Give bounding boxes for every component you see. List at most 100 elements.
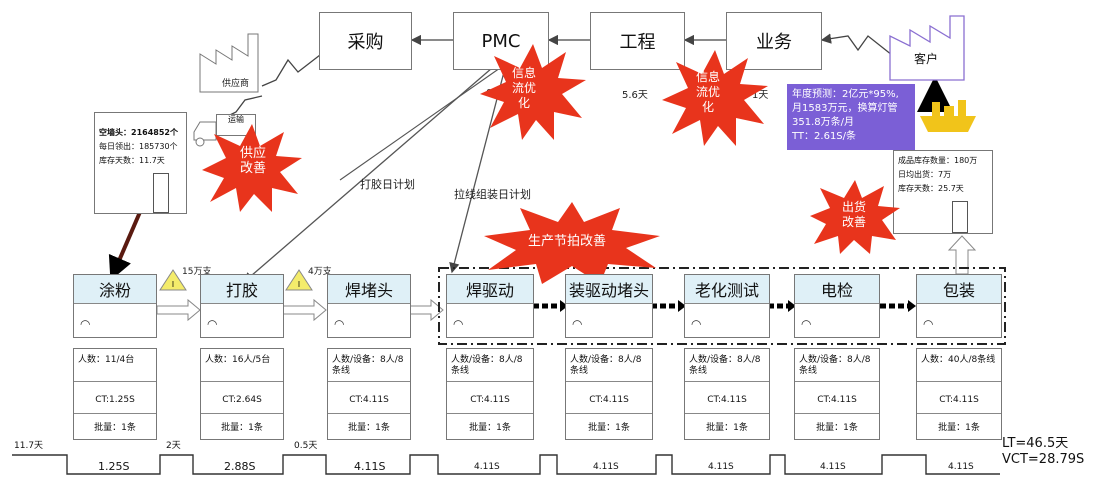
wait-time-3: 0.5天 bbox=[294, 441, 318, 451]
operator-icon: ◠ bbox=[691, 317, 702, 331]
operator-icon: ◠ bbox=[334, 317, 345, 331]
value-ct-total: VCT=28.79S bbox=[1002, 452, 1085, 467]
wait-time-2: 2天 bbox=[166, 441, 181, 451]
purchase-label: 采购 bbox=[347, 32, 384, 53]
process-people: 人数/设备：8人/8条线 bbox=[451, 355, 523, 376]
wip-triangle-1: I bbox=[159, 269, 187, 291]
process-ct: CT:4.11S bbox=[589, 395, 629, 405]
forecast-line1: 年度预测：2亿元*95%, bbox=[792, 89, 899, 100]
fg-inv-line3: 库存天数：25.7天 bbox=[898, 184, 964, 193]
process-box-1: 涂粉 ◠ bbox=[73, 274, 157, 338]
engineering-label: 工程 bbox=[619, 32, 656, 53]
ct-time-3: 4.11S bbox=[354, 460, 386, 473]
process-people: 人数：11/4台 bbox=[78, 355, 135, 365]
purchase-box: 采购 bbox=[319, 12, 412, 70]
business-label: 业务 bbox=[756, 32, 792, 53]
process-batch: 批量：1条 bbox=[706, 423, 748, 433]
operator-icon: ◠ bbox=[923, 317, 934, 331]
process-batch: 批量：1条 bbox=[348, 423, 390, 433]
process-name: 焊驱动 bbox=[447, 275, 533, 304]
process-box-6: 老化测试 ◠ bbox=[684, 274, 770, 338]
business-time: 1天 bbox=[752, 90, 769, 101]
ship-icon bbox=[920, 100, 976, 132]
ct-time-8: 4.11S bbox=[948, 462, 974, 472]
process-ct: CT:4.11S bbox=[349, 395, 389, 405]
wip-2-label: 4万支 bbox=[308, 267, 332, 277]
glue-schedule-label: 打胶日计划 bbox=[360, 178, 415, 191]
ct-time-4: 4.11S bbox=[474, 462, 500, 472]
process-data-box-8: 人数：40人/8条线 CT:4.11S 批量：1条 bbox=[916, 348, 1002, 440]
process-name: 包装 bbox=[917, 275, 1001, 304]
process-ct: CT:4.11S bbox=[817, 395, 857, 405]
process-people: 人数/设备：8人/8条线 bbox=[799, 355, 871, 376]
supplier-label: 供应商 bbox=[222, 79, 250, 89]
engineering-time: 5.6天 bbox=[622, 90, 648, 101]
glue-schedule-line bbox=[243, 67, 493, 283]
process-people: 人数/设备：8人/8条线 bbox=[689, 355, 761, 376]
forecast-box: 年度预测：2亿元*95%, 月1583万元，换算灯管 351.8万条/月 TT：… bbox=[787, 84, 915, 150]
supply-kaizen-burst bbox=[202, 124, 302, 212]
process-box-2: 打胶◠ bbox=[200, 274, 284, 338]
truck-cab-icon bbox=[193, 121, 217, 147]
info-kaizen-burst-2 bbox=[662, 50, 768, 146]
ship-burst-text: 出货改善 bbox=[842, 200, 867, 229]
process-name: 打胶 bbox=[201, 275, 283, 304]
process-data-box-7: 人数/设备：8人/8条线 CT:4.11S 批量：1条 bbox=[794, 348, 880, 440]
process-people: 人数：40人/8条线 bbox=[921, 355, 996, 365]
wait-time-1: 11.7天 bbox=[14, 441, 44, 451]
process-ct: CT:4.11S bbox=[939, 395, 979, 405]
assembly-line-boundary bbox=[438, 267, 1006, 345]
process-name: 电检 bbox=[795, 275, 879, 304]
process-name: 装驱动堵头 bbox=[566, 275, 652, 304]
push-arrow-1 bbox=[156, 298, 201, 322]
timeline-line bbox=[12, 454, 1000, 475]
forecast-line3: 351.8万条/月 bbox=[792, 117, 854, 128]
process-ct: CT:4.11S bbox=[707, 395, 747, 405]
info-kaizen-burst-1 bbox=[480, 44, 586, 140]
customer-label: 客户 bbox=[914, 52, 939, 66]
process-name: 焊堵头 bbox=[328, 275, 410, 304]
ct-time-6: 4.11S bbox=[708, 462, 734, 472]
process-batch: 批量：1条 bbox=[469, 423, 511, 433]
operator-icon: ◠ bbox=[453, 317, 464, 331]
process-name: 老化测试 bbox=[685, 275, 769, 304]
supplier-inv-line2: 每日领出：185730个 bbox=[99, 142, 178, 151]
fg-inv-door-icon bbox=[952, 201, 968, 233]
ct-time-2: 2.88S bbox=[224, 460, 256, 473]
finished-inventory-box: 成品库存数量：180万 日均出货：7万 库存天数：25.7天 bbox=[893, 150, 993, 234]
customer-factory-icon bbox=[889, 15, 965, 81]
process-name: 涂粉 bbox=[74, 275, 156, 304]
process-box-5: 装驱动堵头 ◠ bbox=[565, 274, 653, 338]
supplier-inv-door-icon bbox=[153, 173, 169, 213]
info-burst-1-text: 信息流优化 bbox=[512, 66, 537, 110]
supply-push-arrow bbox=[108, 211, 142, 281]
process-box-7: 电检◠ bbox=[794, 274, 880, 338]
fg-inv-line2: 日均出货：7万 bbox=[898, 170, 952, 179]
process-people: 人数：16人/5台 bbox=[205, 355, 271, 365]
process-batch: 批量：1条 bbox=[221, 423, 263, 433]
schedule-line-2 bbox=[339, 67, 501, 181]
operator-icon: ◠ bbox=[572, 317, 583, 331]
svg-text:I: I bbox=[172, 280, 174, 289]
process-batch: 批量：1条 bbox=[938, 423, 980, 433]
wip-1-label: 15万支 bbox=[182, 267, 212, 277]
engineering-box: 工程 bbox=[590, 12, 685, 70]
ct-time-1: 1.25S bbox=[98, 460, 130, 473]
process-batch: 批量：1条 bbox=[94, 423, 136, 433]
business-box: 业务 bbox=[726, 12, 822, 70]
customer-to-business-arrow bbox=[820, 33, 893, 56]
process-data-box-6: 人数/设备：8人/8条线 CT:4.11S 批量：1条 bbox=[684, 348, 770, 440]
purchase-to-supplier-arrow bbox=[261, 54, 321, 87]
ship-kaizen-burst bbox=[810, 180, 900, 254]
process-batch: 批量：1条 bbox=[816, 423, 858, 433]
operator-icon: ◠ bbox=[80, 317, 91, 331]
takt-burst-text: 生产节拍改善 bbox=[528, 234, 607, 249]
supplier-inv-line3: 库存天数：11.7天 bbox=[99, 156, 165, 165]
process-box-8: 包装 ◠ bbox=[916, 274, 1002, 338]
process-batch: 批量：1条 bbox=[588, 423, 630, 433]
line-schedule-label: 拉线组装日计划 bbox=[454, 188, 531, 201]
process-ct: CT:2.64S bbox=[222, 395, 262, 405]
